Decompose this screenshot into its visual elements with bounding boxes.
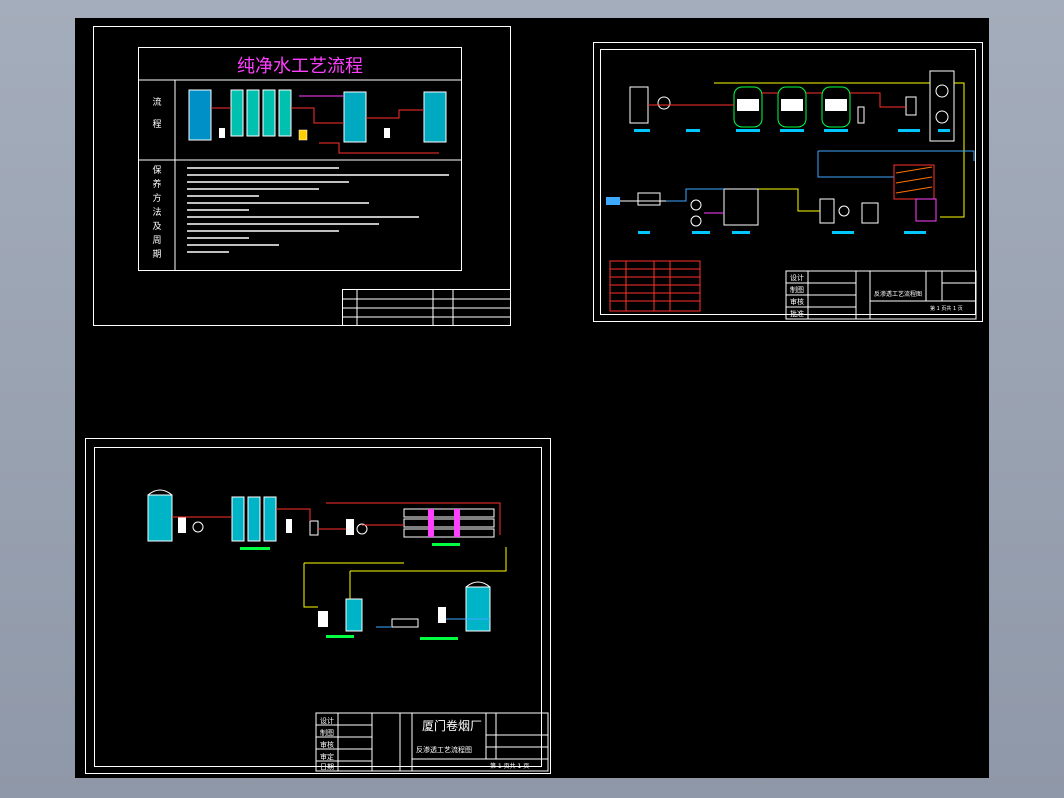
company-name: 厦门卷烟厂	[422, 719, 483, 733]
process-title: 纯净水工艺流程	[237, 56, 363, 77]
cad-drawing-canvas[interactable]: 纯净水工艺流程 流 程 保 养 方 法 及 周 期	[75, 18, 989, 778]
tb-role-review: 审核	[790, 298, 804, 306]
drawing-name: 反渗透工艺流程图	[874, 291, 923, 298]
page-info: 第 1 页共 1 页	[490, 763, 530, 770]
tb-role-date: 日期	[320, 763, 334, 771]
drawing-name: 反渗透工艺流程图	[416, 746, 472, 754]
title-block	[342, 289, 511, 326]
tb-role-approve: 批准	[790, 310, 804, 318]
tb-role-design: 设计	[790, 274, 804, 282]
tb-role-draw: 制图	[320, 729, 334, 737]
row-label-flow: 流 程	[152, 98, 162, 130]
tb-role-draw: 制图	[790, 286, 804, 294]
tb-role-review: 审核	[320, 741, 334, 749]
process-table: 纯净水工艺流程 流 程 保 养 方 法 及 周 期	[138, 47, 462, 271]
drawing-sheet-pure-water: 纯净水工艺流程 流 程 保 养 方 法 及 周 期	[93, 26, 511, 326]
page-info: 第 1 页共 1 页	[930, 306, 963, 312]
tb-role-check: 审定	[320, 753, 334, 761]
inner-frame	[94, 447, 542, 767]
row-label-maintenance: 保 养 方 法 及 周 期	[152, 166, 162, 260]
drawing-sheet-ro-process-b: 设计 制图 审核 批准 反渗透工艺流程图 第 1 页共 1 页	[593, 42, 983, 322]
inner-frame	[600, 49, 976, 315]
drawing-sheet-ro-process: 设计 制图 审核 审定 日期 厦门卷烟厂 反渗透工艺流程图 第 1 页共 1 页	[85, 438, 551, 774]
tb-role-design: 设计	[320, 717, 334, 725]
